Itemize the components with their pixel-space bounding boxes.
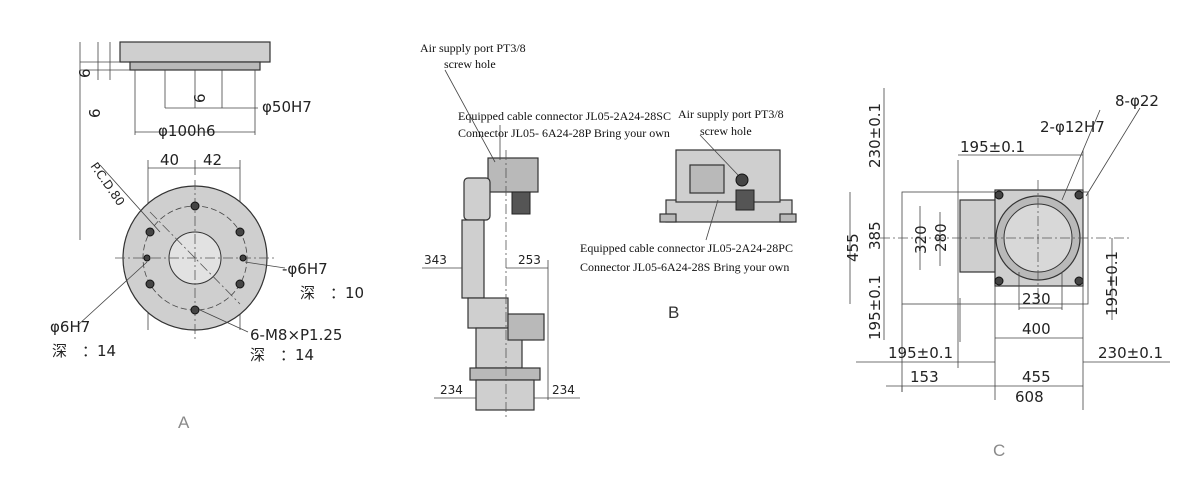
dim-8-phi22: 8-φ22 [1115,92,1159,110]
dim-pcd: P.C.D.80 [88,160,128,209]
panel-a-flange-drawing: 6 6 6 φ50H7 φ100h6 40 42 P.C.D.80 -φ6H7 … [50,41,364,432]
dim-320: 320 [912,225,930,254]
dim-230-vertical: 230±0.1 [866,103,884,168]
dim-455-vertical: 455 [844,233,862,262]
air-port [735,173,749,187]
panel-b-robot-side-view: Air supply port PT3/8 screw hole Equippe… [420,41,797,418]
rear-base [665,199,793,223]
dim-shaft-diameter: φ50H7 [262,98,312,116]
flange-top-body [119,41,271,63]
robot-head [487,157,539,193]
dim-234-left: 234 [440,383,463,397]
equipped-cable-connector-label-2: Equipped cable connector JL05-2A24-28PC [580,241,793,255]
caption-c: C [993,441,1005,460]
caption-a: A [178,413,190,432]
dim-195-right: 195±0.1 [1103,251,1121,316]
depth-left: 深 ：14 [52,342,116,360]
air-supply-port-label-2: Air supply port PT3/8 [678,107,784,121]
dim-234-right: 234 [552,383,575,397]
pin-hole [143,254,151,262]
pin-hole [239,254,247,262]
panel-c-base-plan-view: 8-φ22 2-φ12H7 195±0.1 230±0.1 455 385 32… [844,88,1170,460]
connector-label: Connector JL05- 6A24-28P Bring your own [458,126,670,140]
dim-608: 608 [1015,388,1044,406]
rear-panel [689,164,725,194]
bolt-hole [190,305,200,315]
dim-195-vertical: 195±0.1 [866,275,884,340]
dim-tap: 6-M8×P1.25 [250,326,342,344]
rear-connector [735,189,755,211]
robot-base [475,379,535,411]
dim-195-top: 195±0.1 [960,138,1025,156]
upper-arm-joint [463,177,491,221]
caption-b: B [668,303,679,322]
bolt-hole [235,227,245,237]
dim-230-bottom-right: 230±0.1 [1098,344,1163,362]
equipped-cable-connector-label: Equipped cable connector JL05-2A24-28SC [458,109,671,123]
cable-connector [511,191,531,215]
air-supply-port-label: Air supply port PT3/8 [420,41,526,55]
upper-arm [461,219,485,299]
motor-housing [507,313,545,341]
dim-2-phi12h7: 2-φ12H7 [1040,118,1105,136]
air-supply-port-sub: screw hole [444,57,496,71]
dim-6-mid: 6 [191,93,209,103]
bolt-hole [145,279,155,289]
dim-385: 385 [866,221,884,250]
base-top [469,367,541,381]
dim-6-top: 6 [76,68,94,78]
dim-400: 400 [1022,320,1051,338]
dim-280: 280 [932,223,950,252]
dim-153: 153 [910,368,939,386]
dim-40: 40 [160,151,179,169]
dim-pin-hole-right: -φ6H7 [282,260,328,278]
depth-right: 深 ：10 [300,284,364,302]
bolt-hole [190,201,200,211]
bolt-hole [145,227,155,237]
dim-6-left: 6 [86,108,104,118]
dim-343: 343 [424,253,447,267]
dim-253: 253 [518,253,541,267]
depth-tap: 深 ：14 [250,346,314,364]
dim-195-bottom-left: 195±0.1 [888,344,953,362]
elbow [467,297,509,329]
dim-flange-diameter: φ100h6 [158,122,216,140]
lower-arm [475,327,523,369]
flange-shoulder [129,61,261,71]
dim-42: 42 [203,151,222,169]
dim-pin-hole-left: φ6H7 [50,318,90,336]
air-supply-port-sub-2: screw hole [700,124,752,138]
robot-rear-view [659,134,797,241]
connector-label-2: Connector JL05-6A24-28S Bring your own [580,260,789,274]
dim-230: 230 [1022,290,1051,308]
dim-455-horizontal: 455 [1022,368,1051,386]
bolt-hole [235,279,245,289]
